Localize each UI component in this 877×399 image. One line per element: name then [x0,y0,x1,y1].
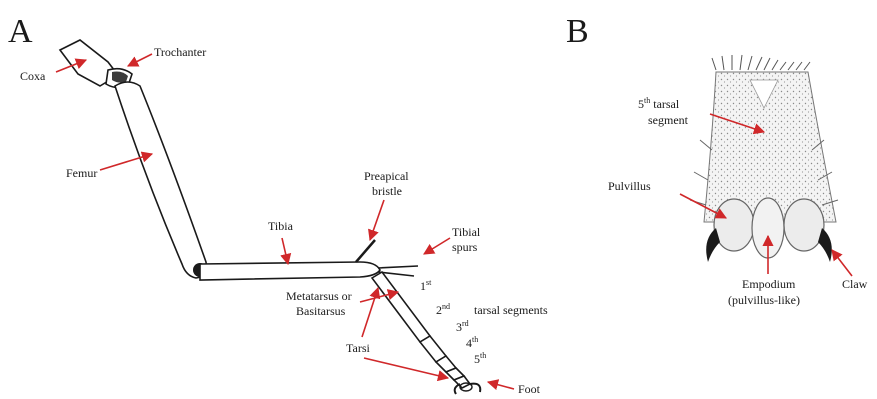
label-seg-5: 5th [474,351,486,366]
label-seg-4: 4th [466,335,478,350]
label-tarsi: Tarsi [346,341,370,355]
label-tibia: Tibia [268,219,294,233]
femur-shape [115,82,206,278]
label-foot: Foot [518,382,541,396]
label-metatarsus-2: Basitarsus [296,304,346,318]
panel-b: B 5th tarsal segment Pulvillus [566,13,868,307]
panel-a-letter: A [8,13,33,50]
leg-drawing [60,40,480,394]
label-tibial-2: spurs [452,240,478,254]
panel-b-letter: B [566,13,589,50]
label-empodium-1: Empodium [742,277,796,291]
label-coxa: Coxa [20,69,46,83]
label-segment: segment [648,113,689,127]
pulvillus-right [784,199,824,251]
label-tibial-1: Tibial [452,225,481,239]
label-fifth-tarsal: 5th tarsal [638,96,680,111]
label-seg-2: 2nd [436,302,450,317]
label-trochanter: Trochanter [154,45,206,59]
label-claw: Claw [842,277,868,291]
label-preapical-2: bristle [372,184,402,198]
panel-a: A [8,13,548,396]
label-seg-1: 1st [420,278,432,293]
bristle-fringe [712,55,810,70]
tarsus-drawing [690,55,838,262]
label-pulvillus: Pulvillus [608,179,651,193]
label-femur: Femur [66,166,97,180]
pulvillus-left [714,199,754,251]
preapical-bristle [356,240,375,262]
label-tarsal-segments: tarsal segments [474,303,548,317]
label-empodium-2: (pulvillus-like) [728,293,800,307]
tibia-shape [200,262,380,280]
label-preapical-1: Preapical [364,169,409,183]
label-seg-3: 3rd [456,319,469,334]
label-metatarsus-1: Metatarsus or [286,289,352,303]
